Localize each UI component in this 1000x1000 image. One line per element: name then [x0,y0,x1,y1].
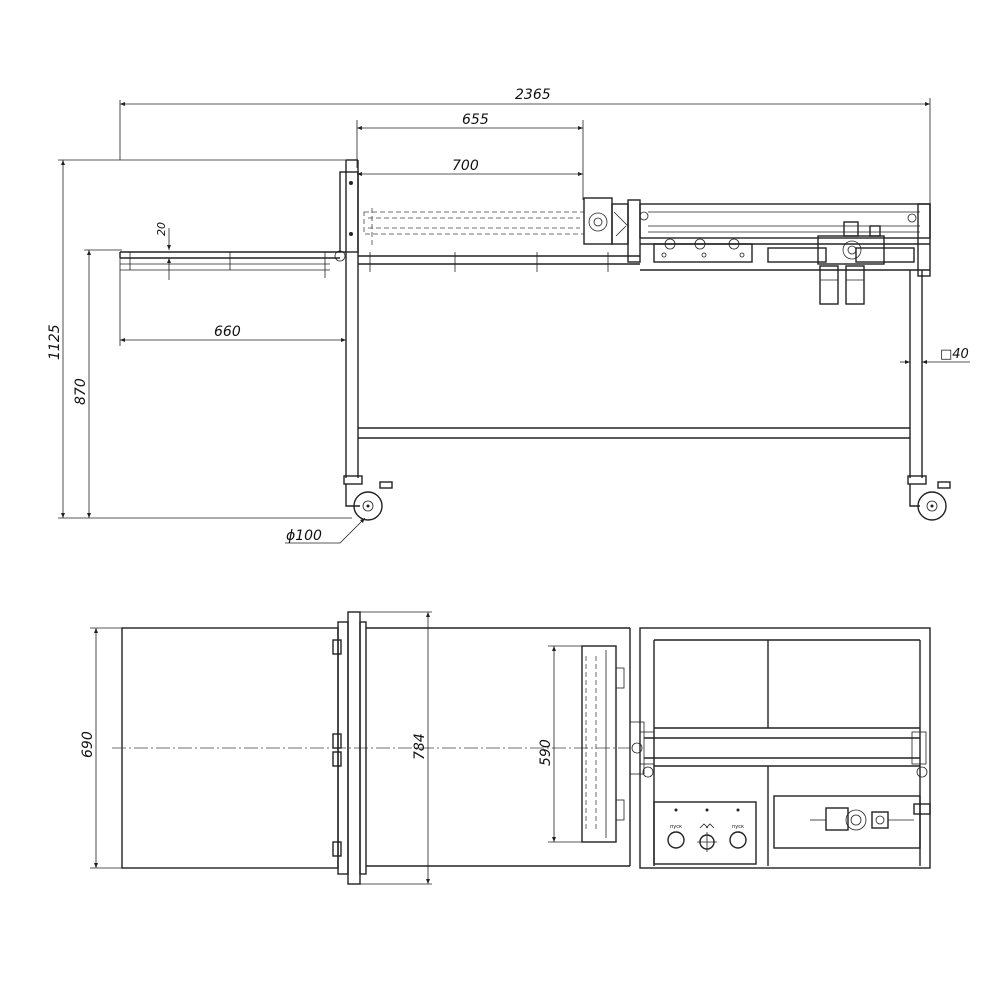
dim-40: □40 [940,347,969,362]
dim-690: 690 [80,731,96,758]
left-start-label: пуск [670,824,682,830]
dim-phi-100: ϕ100 [286,528,322,544]
side-view: 2365 655 700 1125 870 20 660 [47,87,970,544]
dim-20: 20 [155,222,168,236]
right-start-button[interactable] [729,831,747,849]
top-view: 690 784 590 [80,611,931,885]
dim-2365: 2365 [515,87,551,103]
dim-700: 700 [452,158,479,174]
right-caster [907,475,951,521]
dim-590: 590 [538,739,554,766]
dim-870: 870 [73,378,89,405]
dim-660: 660 [214,324,241,340]
air-prep-unit [773,795,921,849]
right-start-label: пуск [732,824,744,830]
dim-784: 784 [412,733,428,760]
control-panel [653,801,757,865]
dim-655: 655 [462,112,489,128]
left-caster [343,475,393,521]
left-start-button[interactable] [667,831,685,849]
dim-1125: 1125 [47,324,63,360]
